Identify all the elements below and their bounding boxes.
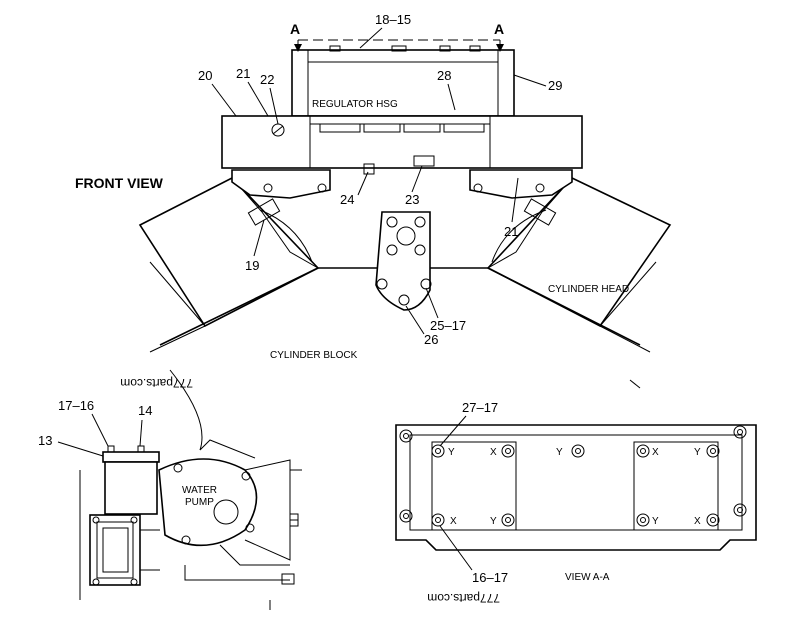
callout-19: 19	[245, 258, 259, 273]
callout-23: 23	[405, 192, 419, 207]
mark-y: Y	[490, 516, 497, 527]
mark-x: X	[490, 447, 497, 458]
cylinder-heads	[138, 169, 672, 328]
callout-25-17: 25–17	[430, 318, 466, 333]
section-a-right-label: A	[494, 21, 504, 37]
mark-y: Y	[448, 447, 455, 458]
callout-16-17: 16–17	[472, 570, 508, 585]
callouts-front-view: 18–15 20 21 22 28 29 24 23 19 21 25–17 2…	[198, 12, 562, 347]
mark-y: Y	[694, 447, 701, 458]
callout-27-17: 27–17	[462, 400, 498, 415]
callout-20: 20	[198, 68, 212, 83]
callout-13: 13	[38, 433, 52, 448]
manifold	[221, 115, 583, 175]
mark-x: X	[694, 516, 701, 527]
front-cover-plate	[375, 211, 432, 311]
callouts-water-pump: 17–16 14 13	[38, 398, 152, 457]
callout-17-16: 17–16	[58, 398, 94, 413]
water-pump-label-2: PUMP	[185, 497, 214, 508]
cylinder-block-label: CYLINDER BLOCK	[270, 350, 358, 361]
watermark-bottom: 777parts.com	[427, 591, 500, 605]
view-a-a-marks: Y X Y X Y X Y Y X	[448, 447, 701, 527]
callout-21-top: 21	[236, 66, 250, 81]
mark-y: Y	[652, 516, 659, 527]
callout-28: 28	[437, 68, 451, 83]
section-a-left-label: A	[290, 21, 300, 37]
callout-29: 29	[548, 78, 562, 93]
regulator-housing-label: REGULATOR HSG	[312, 99, 398, 110]
view-a-a-label: VIEW A-A	[565, 572, 610, 583]
callout-14: 14	[138, 403, 152, 418]
mark-x: X	[652, 447, 659, 458]
view-a-a	[395, 424, 757, 551]
water-pump-assembly	[79, 439, 302, 610]
callout-24: 24	[340, 192, 354, 207]
callout-22: 22	[260, 72, 274, 87]
callout-18-15: 18–15	[375, 12, 411, 27]
section-line-a-a: A A	[290, 21, 504, 52]
mark-y: Y	[556, 447, 563, 458]
mark-x: X	[450, 516, 457, 527]
callouts-view-a-a: 27–17 16–17	[439, 400, 508, 585]
front-view-title: FRONT VIEW	[75, 175, 164, 191]
callout-21-right: 21	[504, 224, 518, 239]
callout-26: 26	[424, 332, 438, 347]
water-pump-label: WATER	[182, 485, 217, 496]
cylinder-head-label: CYLINDER HEAD	[548, 284, 629, 295]
regulator-housing	[291, 45, 515, 117]
watermark-top: 777parts.com	[120, 376, 193, 390]
